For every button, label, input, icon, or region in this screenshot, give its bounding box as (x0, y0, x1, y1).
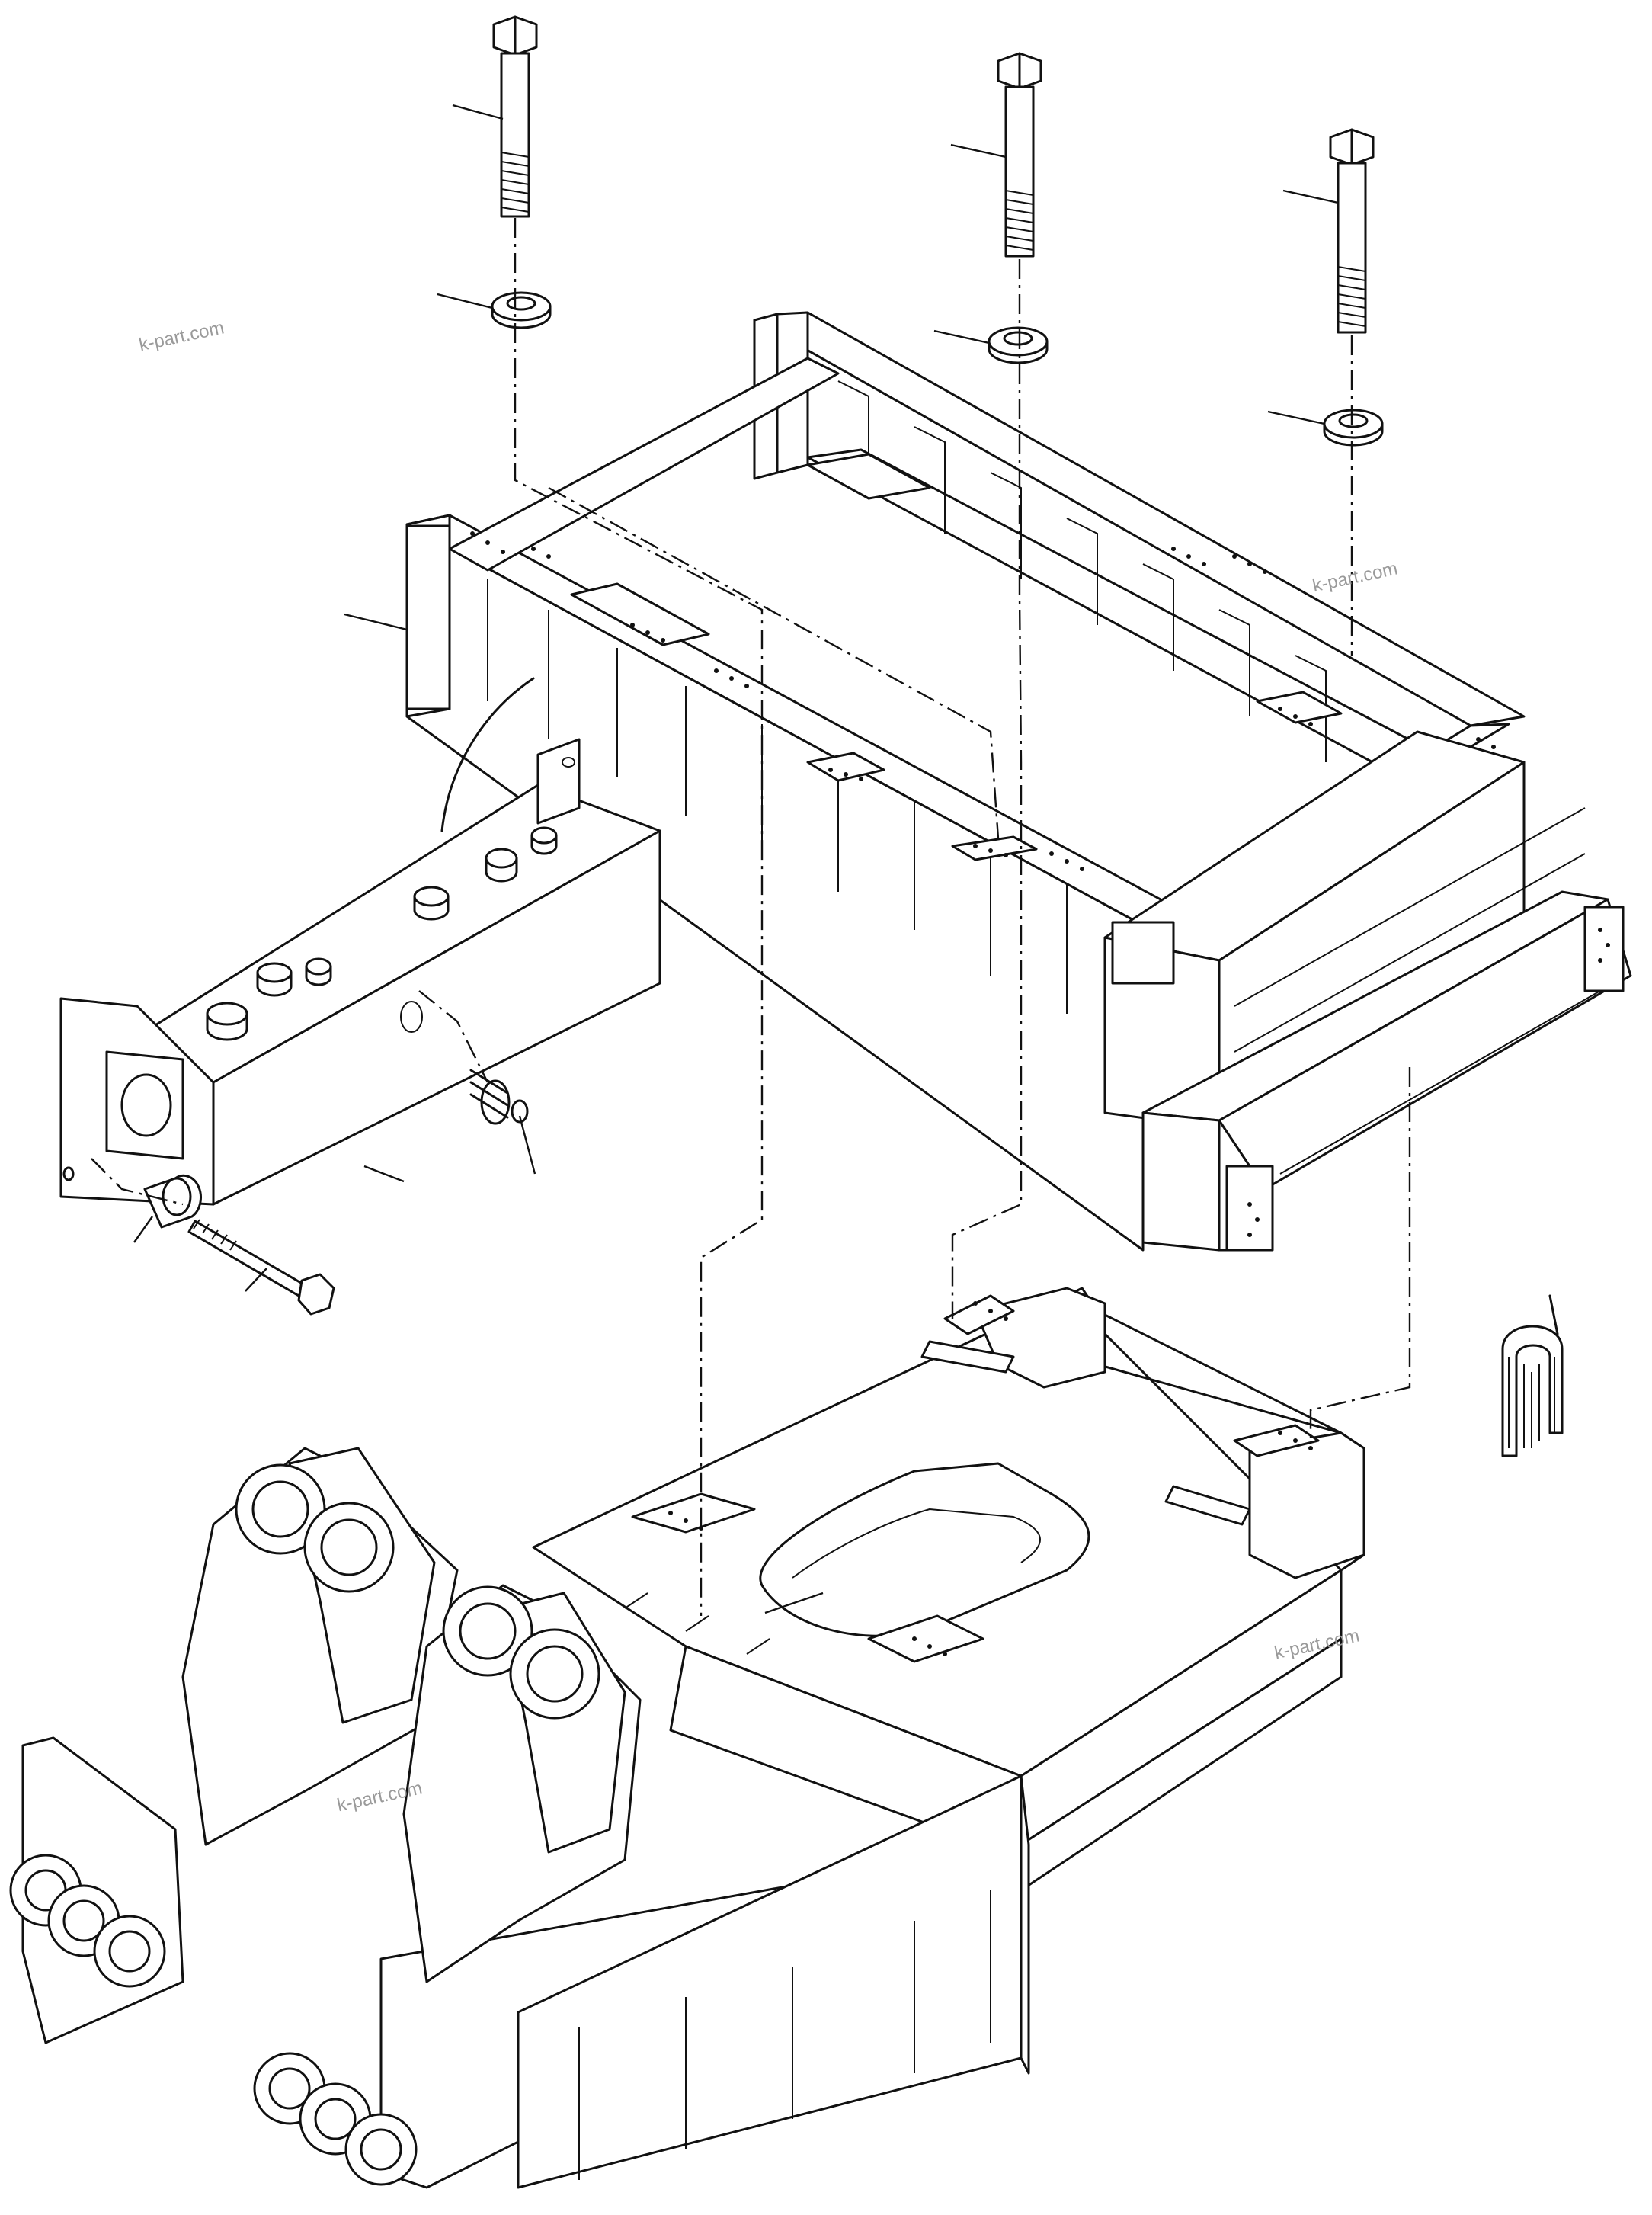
lower-frame-holes (668, 1301, 1313, 1656)
boom-bracket-right (402, 1584, 642, 1983)
bolt-right (1329, 128, 1375, 334)
upper-frame-bolt-holes (470, 531, 1610, 1237)
lower-frame-pads (631, 1294, 1320, 1663)
bolt-center (997, 52, 1042, 258)
upper-frame (405, 311, 1632, 1252)
washer-center (988, 326, 1049, 364)
pin-bushing (143, 1174, 203, 1229)
box-beam (59, 738, 661, 1206)
lower-frame-webs (578, 1592, 991, 2180)
washer-left (491, 291, 552, 329)
rubber-seal-detail (1501, 1294, 1564, 1457)
pin-bolt (187, 1219, 335, 1316)
boom-bracket-left (181, 1447, 459, 1846)
curved-arrow (440, 677, 535, 832)
washer-right (1323, 409, 1384, 447)
leader-lines (133, 104, 1339, 1614)
front-lugs (9, 1736, 418, 2186)
grease-fitting (469, 1069, 529, 1125)
dashed-assembly-lines (91, 218, 1411, 1616)
box-beam-caps (206, 826, 558, 1041)
bolt-left (492, 15, 538, 218)
